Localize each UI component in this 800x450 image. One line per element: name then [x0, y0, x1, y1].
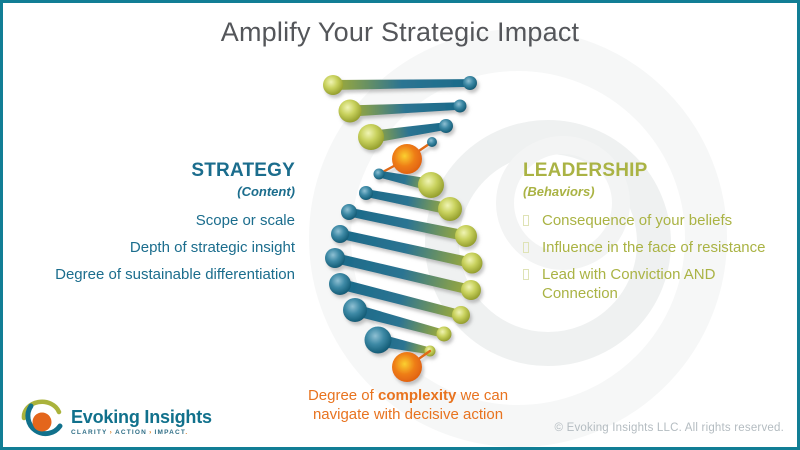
leadership-panel: LEADERSHIP (Behaviors) Consequence of yo…: [523, 160, 785, 311]
dna-helix-graphic: [309, 29, 727, 447]
brand-logo: Evoking Insights CLARITY›ACTION›IMPACT.: [19, 399, 212, 443]
strategy-panel: STRATEGY (Content) Scope or scale Depth …: [5, 160, 295, 292]
leadership-subheading: (Behaviors): [523, 184, 595, 199]
leadership-item-label: Influence in the face of resistance: [542, 239, 766, 256]
tagline-arrow-icon: ›: [109, 428, 113, 436]
strategy-subheading: (Content): [237, 184, 295, 199]
leadership-heading: LEADERSHIP: [523, 160, 648, 181]
logo-wordmark: Evoking Insights: [71, 406, 212, 427]
complexity-line1: Degree of complexity we can: [271, 386, 545, 405]
logo-eye-icon: [21, 399, 63, 437]
copyright-text: © Evoking Insights LLC. All rights reser…: [554, 422, 784, 434]
logo-tagline: CLARITY›ACTION›IMPACT.: [71, 429, 212, 436]
tagline-period: .: [185, 428, 189, 436]
complexity-line2: navigate with decisive action: [312, 406, 504, 423]
strategy-item: Degree of sustainable differentiation: [55, 266, 295, 283]
leadership-item: Consequence of your beliefs: [523, 211, 785, 230]
tagline-word: IMPACT: [154, 428, 186, 436]
bullet-marker-icon: [523, 215, 529, 226]
strategy-heading: STRATEGY: [191, 160, 295, 181]
tagline-arrow-icon: ›: [149, 428, 153, 436]
leadership-item: Lead with Conviction AND Connection: [523, 265, 785, 303]
strategy-item: Depth of strategic insight: [129, 239, 295, 256]
complexity-text: Degree of: [307, 387, 378, 404]
complexity-bold-word: complexity: [377, 387, 457, 404]
complexity-caption: Degree of complexity we can navigate wit…: [271, 386, 545, 424]
bullet-marker-icon: [523, 242, 529, 253]
strategy-item: Scope or scale: [195, 212, 295, 229]
logo-wordmark-block: Evoking Insights CLARITY›ACTION›IMPACT.: [71, 407, 212, 436]
slide-title: Amplify Your Strategic Impact: [220, 17, 580, 47]
leadership-item-label: Consequence of your beliefs: [542, 212, 733, 229]
tagline-word: ACTION: [114, 428, 148, 436]
leadership-item-label: Lead with Conviction AND Connection: [542, 266, 716, 302]
leadership-item: Influence in the face of resistance: [523, 238, 785, 257]
bullet-marker-icon: [523, 269, 529, 280]
complexity-text: we can: [456, 387, 509, 404]
background-watermark-swirl: [309, 29, 727, 447]
tagline-word: CLARITY: [71, 428, 108, 436]
